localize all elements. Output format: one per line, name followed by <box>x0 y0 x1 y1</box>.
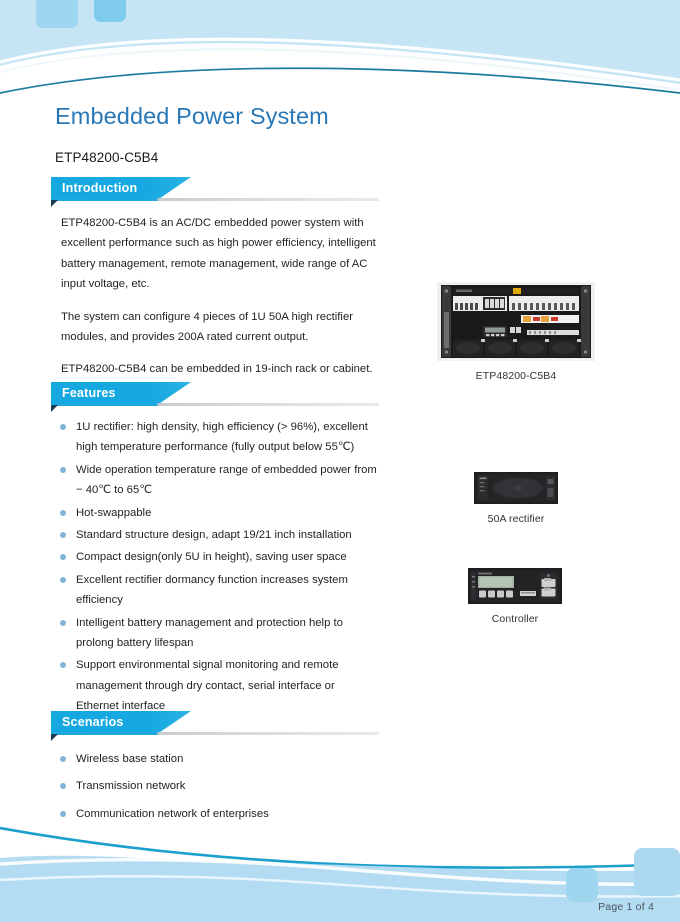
section-header-scenarios: Scenarios <box>51 711 379 741</box>
section-banner: Introduction <box>51 177 191 198</box>
list-item: Communication network of enterprises <box>51 804 379 824</box>
list-item: Support environmental signal monitoring … <box>51 655 379 716</box>
page-title: Embedded Power System <box>55 103 329 129</box>
section-notch-icon <box>51 405 58 412</box>
section-rule <box>51 403 379 406</box>
footer-decor-square-2 <box>634 848 680 896</box>
product-caption: 50A rectifier <box>487 513 545 525</box>
rectifier-50a-image <box>474 472 558 504</box>
section-title-introduction: Introduction <box>62 180 138 195</box>
list-item: Intelligent battery management and prote… <box>51 613 379 654</box>
section-notch-icon <box>51 734 58 741</box>
section-title-scenarios: Scenarios <box>62 714 124 729</box>
section-title-features: Features <box>62 385 116 400</box>
product-rectifier-50a: 50A rectifier <box>474 472 558 525</box>
product-controller: Controller <box>468 568 562 625</box>
intro-paragraph: ETP48200-C5B4 is an AC/DC embedded power… <box>61 217 376 291</box>
section-header-features: Features <box>51 382 379 412</box>
product-system-rack: ETP48200-C5B4 <box>437 282 595 382</box>
product-caption: ETP48200-C5B4 <box>475 370 557 382</box>
footer-decor-square-1 <box>566 868 598 902</box>
list-item: Wireless base station <box>51 749 379 769</box>
header-banner <box>0 0 680 96</box>
section-header-introduction: Introduction <box>51 177 379 207</box>
section-notch-icon <box>51 200 58 207</box>
rectifier-bays <box>453 340 579 357</box>
scenarios-list: Wireless base station Transmission netwo… <box>51 741 379 824</box>
product-caption: Controller <box>491 613 539 625</box>
section-rule <box>51 198 379 201</box>
system-rack-image <box>437 282 595 361</box>
features-list: 1U rectifier: high density, high efficie… <box>51 412 379 717</box>
controller-image <box>468 568 562 604</box>
page-number: Page 1 of 4 <box>598 901 654 913</box>
header-decor-square-1 <box>36 0 78 28</box>
list-item: Compact design(only 5U in height), savin… <box>51 547 379 567</box>
header-wave-graphic <box>0 37 680 96</box>
list-item: Standard structure design, adapt 19/21 i… <box>51 525 379 545</box>
list-item: Transmission network <box>51 776 379 796</box>
footer-wave-graphic <box>0 826 680 922</box>
section-introduction: Introduction ETP48200-C5B4 is an AC/DC e… <box>51 177 379 392</box>
list-item: Hot-swappable <box>51 503 379 523</box>
header-decor-square-2 <box>94 0 126 22</box>
section-banner: Features <box>51 382 191 403</box>
introduction-body: ETP48200-C5B4 is an AC/DC embedded power… <box>51 207 379 380</box>
section-rule <box>51 732 379 735</box>
list-item: Excellent rectifier dormancy function in… <box>51 570 379 611</box>
intro-paragraph: ETP48200-C5B4 can be embedded in 19-inch… <box>61 363 373 376</box>
intro-paragraph: The system can configure 4 pieces of 1U … <box>61 310 353 344</box>
list-item: 1U rectifier: high density, high efficie… <box>51 417 379 458</box>
controller-buttons <box>479 590 513 598</box>
section-banner: Scenarios <box>51 711 191 732</box>
section-features: Features 1U rectifier: high density, hig… <box>51 382 379 719</box>
model-number: ETP48200-C5B4 <box>55 150 159 165</box>
section-scenarios: Scenarios Wireless base station Transmis… <box>51 711 379 826</box>
footer-banner <box>0 802 680 922</box>
list-item: Wide operation temperature range of embe… <box>51 460 379 501</box>
header-arc-line <box>0 67 680 94</box>
